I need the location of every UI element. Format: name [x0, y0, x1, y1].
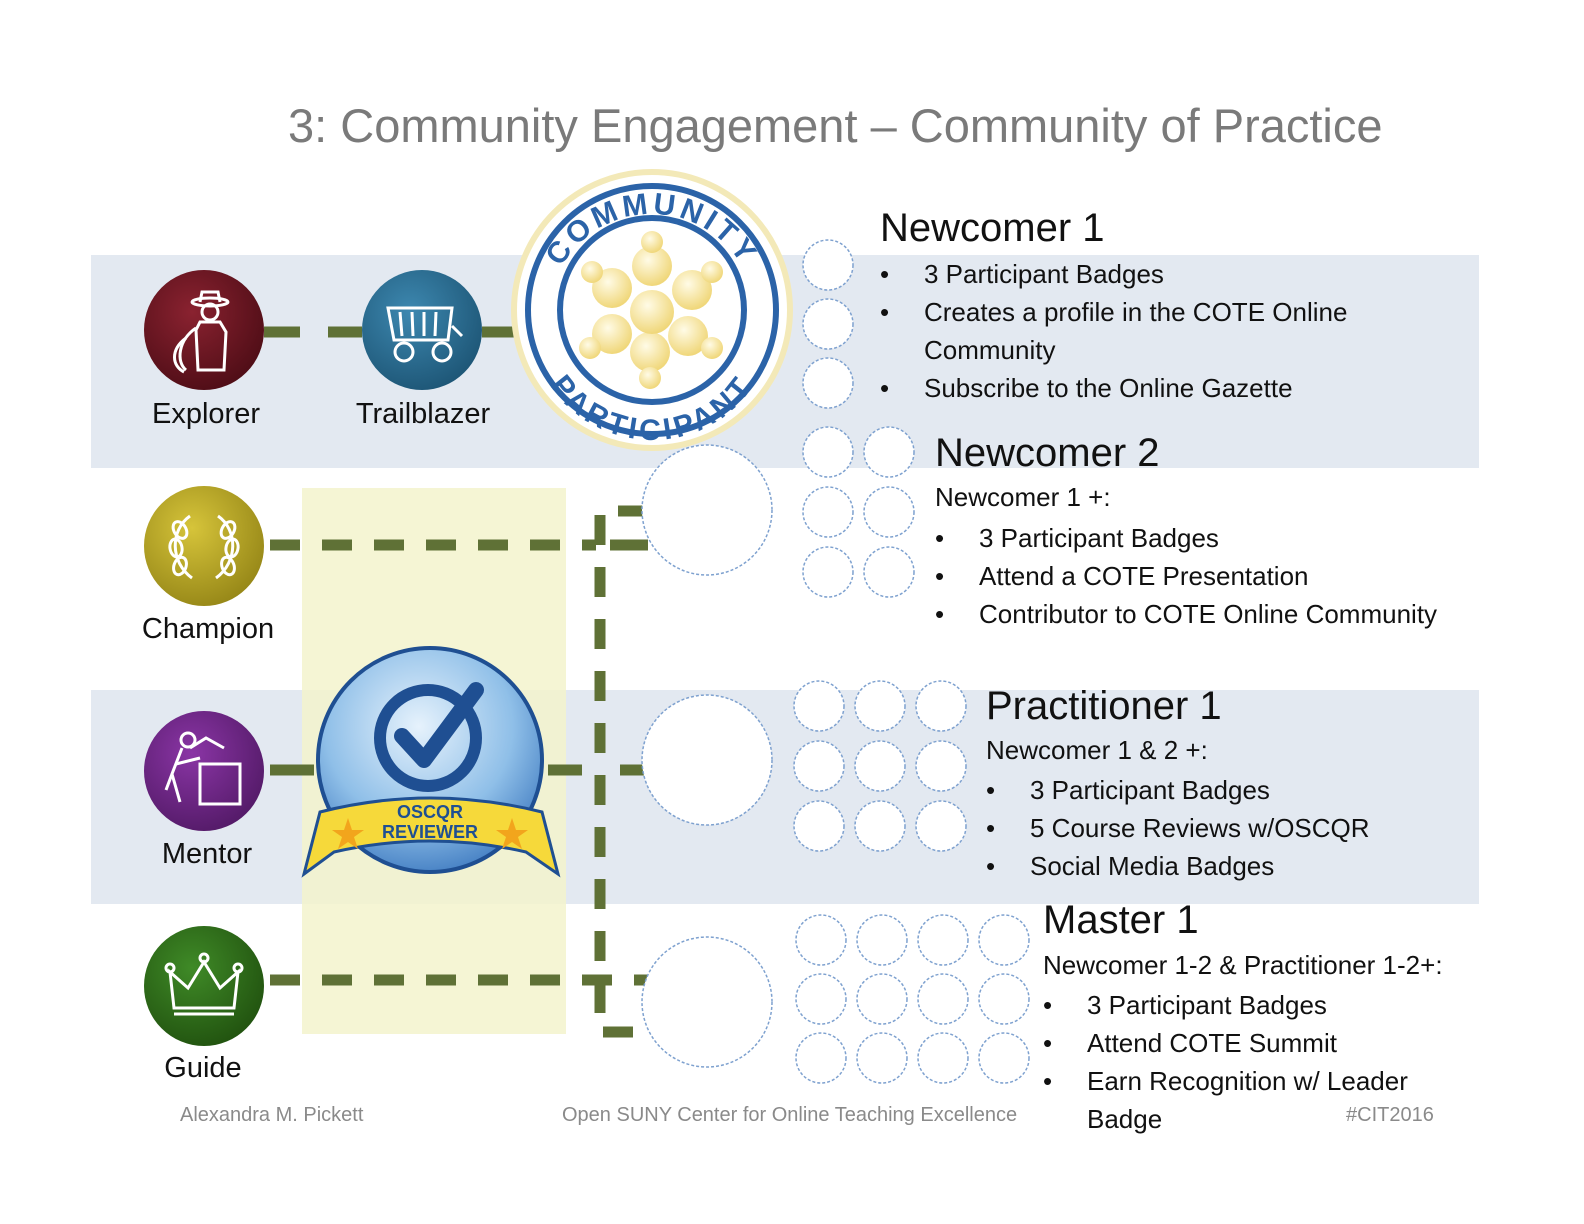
list-item: Contributor to COTE Online Community — [935, 595, 1437, 633]
list-item: 3 Participant Badges — [880, 255, 1347, 293]
newcomer2-subtitle: Newcomer 1 +: — [935, 482, 1111, 512]
cowboy-icon — [173, 290, 230, 374]
list-item: Earn Recognition w/ Leader — [1043, 1062, 1408, 1100]
master1-title: Master 1 — [1043, 898, 1199, 942]
list-item: 5 Course Reviews w/OSCQR — [986, 809, 1370, 847]
participant-badge-placeholder — [863, 426, 915, 478]
star-icon — [332, 818, 364, 849]
list-item: 3 Participant Badges — [1043, 986, 1408, 1024]
footer-org: Open SUNY Center for Online Teaching Exc… — [562, 1104, 1018, 1126]
participant-badge-placeholder — [802, 357, 854, 409]
oscqr-label-line2: REVIEWER — [382, 822, 478, 842]
participant-badge-placeholder — [856, 1032, 908, 1084]
participant-badge-placeholder — [856, 914, 908, 966]
connector-vertical-trunk — [594, 505, 648, 1038]
footer-hashtag: #CIT2016 — [1346, 1104, 1434, 1126]
master1-requirements: 3 Participant Badges Attend COTE Summit … — [1043, 986, 1408, 1138]
participant-badge-placeholder — [854, 740, 906, 792]
participant-badge-placeholder — [917, 973, 969, 1025]
participant-badge-placeholder — [863, 546, 915, 598]
participant-badge-placeholder — [978, 973, 1030, 1025]
participant-badge-placeholder — [854, 800, 906, 852]
participant-badge-placeholder — [854, 680, 906, 732]
participant-badge-placeholder — [856, 973, 908, 1025]
participant-badge-placeholder — [795, 973, 847, 1025]
participant-badge-placeholder — [917, 914, 969, 966]
guide-badge — [144, 926, 264, 1046]
champion-badge — [144, 486, 264, 606]
oscqr-label-line1: OSCQR — [397, 802, 463, 822]
list-item-continuation: Community — [924, 335, 1056, 365]
star-icon — [496, 818, 528, 849]
oscqr-reviewer-badge: OSCQR REVIEWER — [301, 646, 561, 878]
participant-badge-placeholder — [802, 239, 854, 291]
footer-author: Alexandra M. Pickett — [180, 1104, 364, 1126]
community-participant-seal: COMMUNITY PARTICIPANT — [511, 169, 793, 451]
champion-label: Champion — [141, 613, 275, 645]
newcomer1-requirements: 3 Participant Badges Creates a profile i… — [880, 255, 1347, 407]
trailblazer-label: Trailblazer — [355, 398, 491, 430]
newcomer1-title: Newcomer 1 — [880, 206, 1105, 250]
level-badge-placeholder — [641, 444, 773, 576]
participant-badge-placeholder — [802, 426, 854, 478]
trailblazer-badge — [362, 270, 482, 390]
list-item: Creates a profile in the COTE Online — [880, 293, 1347, 331]
newcomer2-title: Newcomer 2 — [935, 431, 1160, 475]
people-circle-icon — [579, 231, 723, 389]
explorer-label: Explorer — [152, 398, 260, 430]
level-badge-placeholder — [641, 694, 773, 826]
guide-label: Guide — [164, 1052, 242, 1084]
participant-badge-placeholder — [978, 1032, 1030, 1084]
list-item: 3 Participant Badges — [935, 519, 1437, 557]
participant-badge-placeholder — [978, 914, 1030, 966]
master1-subtitle: Newcomer 1-2 & Practitioner 1-2+: — [1043, 950, 1443, 980]
participant-badge-placeholder — [915, 680, 967, 732]
page-title: 3: Community Engagement – Community of P… — [288, 99, 1383, 152]
participant-badge-placeholder — [793, 680, 845, 732]
list-item: Attend COTE Summit — [1043, 1024, 1408, 1062]
list-item: Social Media Badges — [986, 847, 1370, 885]
list-item: Subscribe to the Online Gazette — [880, 369, 1347, 407]
newcomer2-requirements: 3 Participant Badges Attend a COTE Prese… — [935, 519, 1437, 633]
list-item: Attend a COTE Presentation — [935, 557, 1437, 595]
participant-badge-placeholder — [795, 1032, 847, 1084]
mentor-label: Mentor — [161, 838, 253, 870]
crown-icon — [164, 952, 244, 1016]
checkmark-icon — [394, 682, 484, 768]
participant-badge-placeholder — [793, 800, 845, 852]
wagon-icon — [386, 306, 464, 363]
participant-badge-placeholder — [915, 740, 967, 792]
participant-badge-placeholder — [917, 1032, 969, 1084]
participant-badge-placeholder — [915, 800, 967, 852]
explorer-badge — [144, 270, 264, 390]
participant-badge-placeholder — [802, 486, 854, 538]
ribbon-banner — [301, 796, 561, 878]
practitioner1-requirements: 3 Participant Badges 5 Course Reviews w/… — [986, 771, 1370, 885]
list-item-continuation: Badge — [1087, 1104, 1163, 1134]
participant-badge-placeholder — [863, 486, 915, 538]
laurel-wreath-icon — [168, 514, 240, 580]
level-badge-placeholder — [641, 936, 773, 1068]
participant-badge-placeholder — [795, 914, 847, 966]
practitioner1-title: Practitioner 1 — [986, 684, 1222, 728]
participant-badge-placeholder — [802, 546, 854, 598]
list-item: 3 Participant Badges — [986, 771, 1370, 809]
practitioner1-subtitle: Newcomer 1 & 2 +: — [986, 735, 1208, 765]
participant-badge-placeholder — [802, 298, 854, 350]
climbing-person-icon — [164, 731, 242, 806]
mentor-badge — [144, 711, 264, 831]
participant-badge-placeholder — [793, 740, 845, 792]
